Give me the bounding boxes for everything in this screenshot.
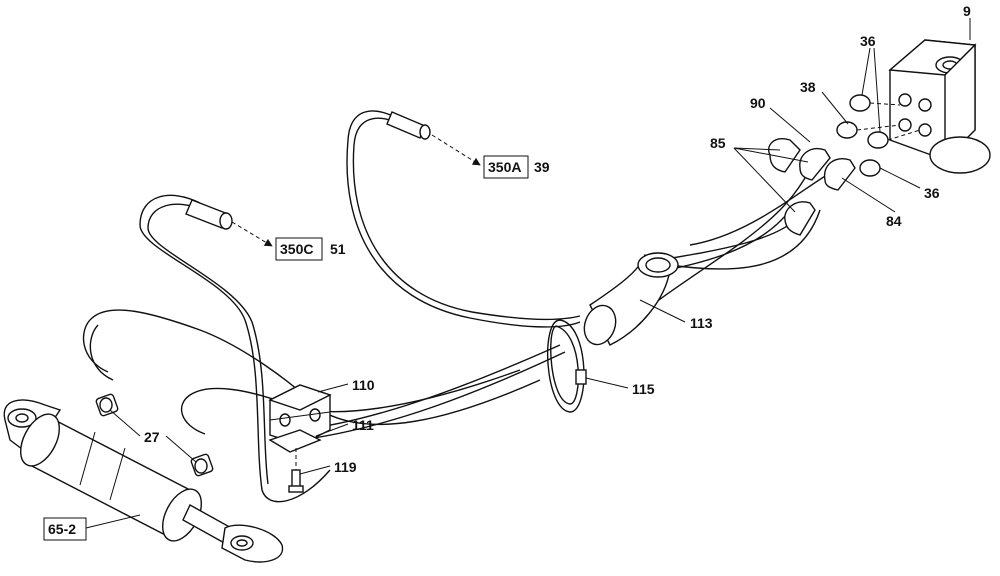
cable-tie-icon — [546, 319, 587, 413]
ref-box-350c — [275, 237, 323, 261]
leader-350c — [231, 221, 273, 247]
callout-36-bottom: 36 — [924, 185, 940, 201]
callout-110: 110 — [352, 377, 375, 393]
callout-36-top: 36 — [860, 33, 876, 49]
callout-39: 39 — [534, 159, 550, 175]
callout-9: 9 — [963, 3, 971, 19]
callout-51: 51 — [330, 241, 346, 257]
ref-box-350a — [483, 155, 529, 179]
callout-111: 111 — [352, 417, 374, 433]
bolt-icon — [288, 448, 304, 493]
callout-90: 90 — [750, 95, 766, 111]
hose-lines — [82, 110, 836, 503]
callout-84: 84 — [886, 213, 902, 229]
ref-65-2: 65-2 — [48, 521, 76, 537]
callout-113: 113 — [690, 315, 713, 331]
valve-fittings — [768, 94, 921, 236]
coupler-350a-icon — [386, 111, 431, 140]
hydraulic-cylinder-icon — [3, 393, 284, 563]
callout-leaders — [85, 18, 971, 529]
ref-350a: 350A — [488, 159, 521, 175]
callout-38: 38 — [800, 79, 816, 95]
callout-115: 115 — [632, 381, 655, 397]
coupler-350c-icon — [185, 199, 233, 230]
leader-350a — [431, 134, 481, 166]
callout-119: 119 — [334, 459, 357, 475]
protective-sleeve-icon — [583, 252, 679, 346]
callout-27: 27 — [144, 429, 160, 445]
callout-85: 85 — [710, 135, 726, 151]
valve-block-icon — [888, 39, 991, 174]
ref-350c: 350C — [280, 241, 313, 257]
ref-box-65-2 — [43, 517, 87, 541]
hose-clamp-block-icon — [268, 384, 332, 453]
